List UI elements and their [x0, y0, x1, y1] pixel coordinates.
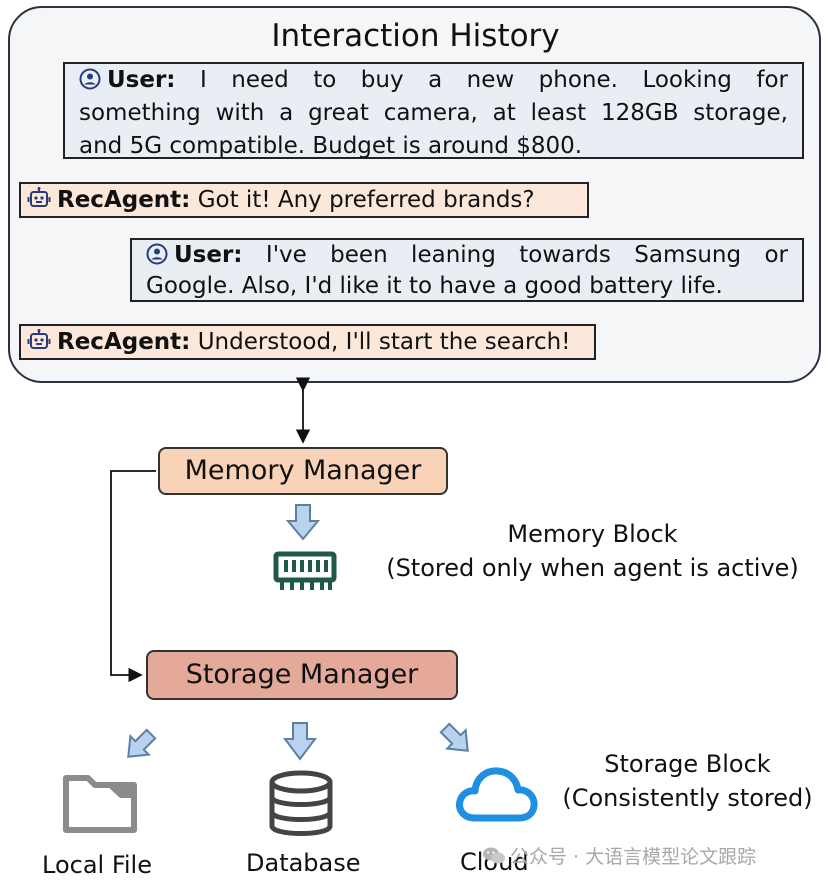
watermark-text: 公众号 · 大语言模型论文跟踪 — [510, 846, 757, 868]
user-icon — [146, 243, 168, 265]
memory-block-title: Memory Block — [507, 520, 678, 548]
user-icon — [79, 68, 101, 90]
wechat-icon — [483, 847, 505, 864]
message-text: Got it! Any preferred brands? — [197, 187, 535, 213]
storage-block-subtitle: (Consistently stored) — [562, 784, 813, 812]
agent-message-1: RecAgent: Got it! Any preferred brands? — [19, 182, 589, 218]
message-text: Google. Also, I'd like it to have a good… — [146, 273, 723, 299]
speaker-label: RecAgent: — [57, 329, 191, 355]
memory-storage-connector — [110, 470, 156, 683]
database-label: Database — [246, 849, 361, 877]
message-text: and 5G compatible. Budget is around $800… — [79, 133, 583, 159]
down-arrow-icon — [285, 504, 321, 541]
memory-manager-box: Memory Manager — [158, 447, 448, 495]
watermark: 公众号 · 大语言模型论文跟踪 — [482, 842, 756, 869]
storage-block-note: Storage Block (Consistently stored) — [545, 747, 830, 815]
agent-message-2: RecAgent: Understood, I'll start the sea… — [19, 324, 596, 360]
cloud-icon — [456, 767, 538, 822]
memory-chip-icon — [273, 551, 337, 590]
local-file-label: Local File — [42, 851, 152, 879]
storage-manager-box: Storage Manager — [146, 650, 458, 700]
message-text: Understood, I'll start the search! — [197, 329, 571, 355]
speaker-label: RecAgent: — [57, 187, 191, 213]
message-text: I need to buy a new phone. Looking for — [200, 67, 788, 93]
memory-block-note: Memory Block (Stored only when agent is … — [370, 517, 815, 585]
user-message-1: User: I need to buy a new phone. Looking… — [63, 62, 804, 159]
memory-block-subtitle: (Stored only when agent is active) — [386, 554, 799, 582]
diagonal-arrow-left-icon — [127, 728, 157, 758]
down-arrow-database-icon — [283, 722, 317, 761]
robot-icon — [27, 329, 51, 349]
folder-icon — [63, 775, 137, 833]
message-text: something with a great camera, at least … — [79, 100, 788, 126]
speaker-label: User: — [174, 242, 243, 268]
storage-block-title: Storage Block — [604, 750, 771, 778]
user-message-2: User: I've been leaning towards Samsung … — [130, 238, 804, 302]
diagonal-arrow-right-icon — [439, 722, 469, 752]
message-text: I've been leaning towards Samsung or — [265, 242, 789, 268]
database-icon — [269, 770, 333, 836]
history-title: Interaction History — [271, 18, 560, 54]
robot-icon — [27, 187, 51, 207]
speaker-label: User: — [107, 67, 176, 93]
